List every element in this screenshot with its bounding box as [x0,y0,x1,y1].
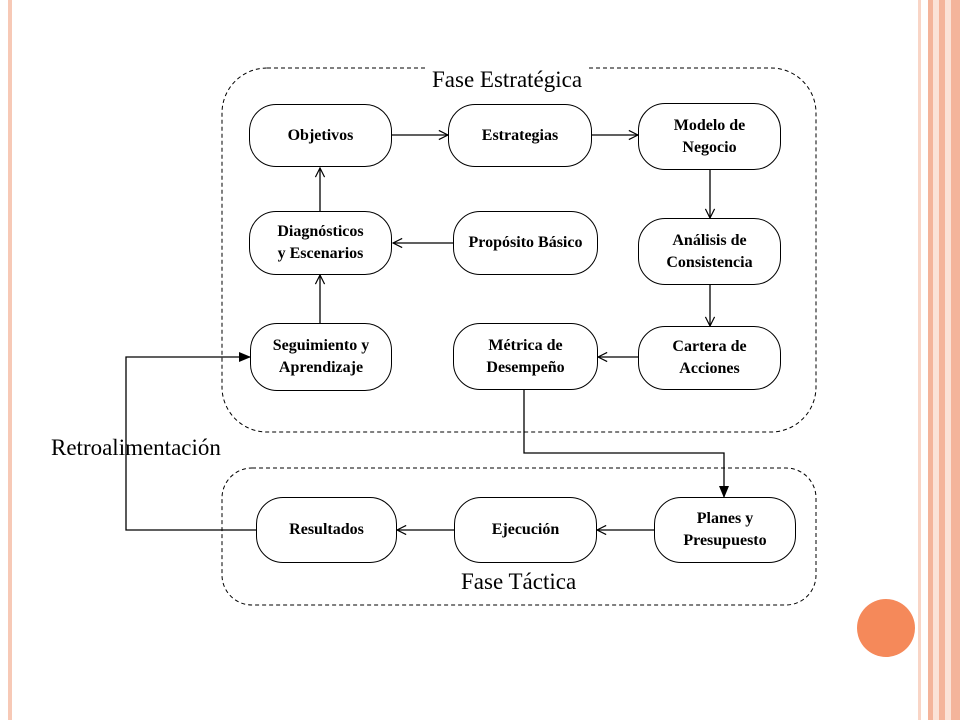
node-resultados: Resultados [256,497,397,563]
node-cartera: Cartera de Acciones [638,326,781,390]
node-seguimiento: Seguimiento y Aprendizaje [250,323,392,391]
strategic-phase-label: Fase Estratégica [428,66,587,94]
node-objetivos: Objetivos [249,104,392,167]
node-ejecucion: Ejecución [454,497,597,563]
arrow-metrica-planes [523,390,729,498]
node-diagnosticos: Diagnósticos y Escenarios [249,211,392,275]
slide-frame-left [8,0,12,720]
node-modelo-negocio: Modelo de Negocio [638,103,781,170]
feedback-label: Retroalimentación [51,435,221,460]
tactical-phase-container [221,467,817,606]
node-analisis: Análisis de Consistencia [638,218,781,285]
arrow-feedback-loop [125,352,256,531]
node-proposito-basico: Propósito Básico [453,211,598,275]
node-metrica: Métrica de Desempeño [453,323,598,390]
node-estrategias: Estrategias [448,104,592,167]
tactical-phase-label: Fase Táctica [457,568,581,596]
slide-frame-right [918,0,960,720]
node-planes: Planes y Presupuesto [654,497,796,563]
accent-dot [857,599,915,657]
